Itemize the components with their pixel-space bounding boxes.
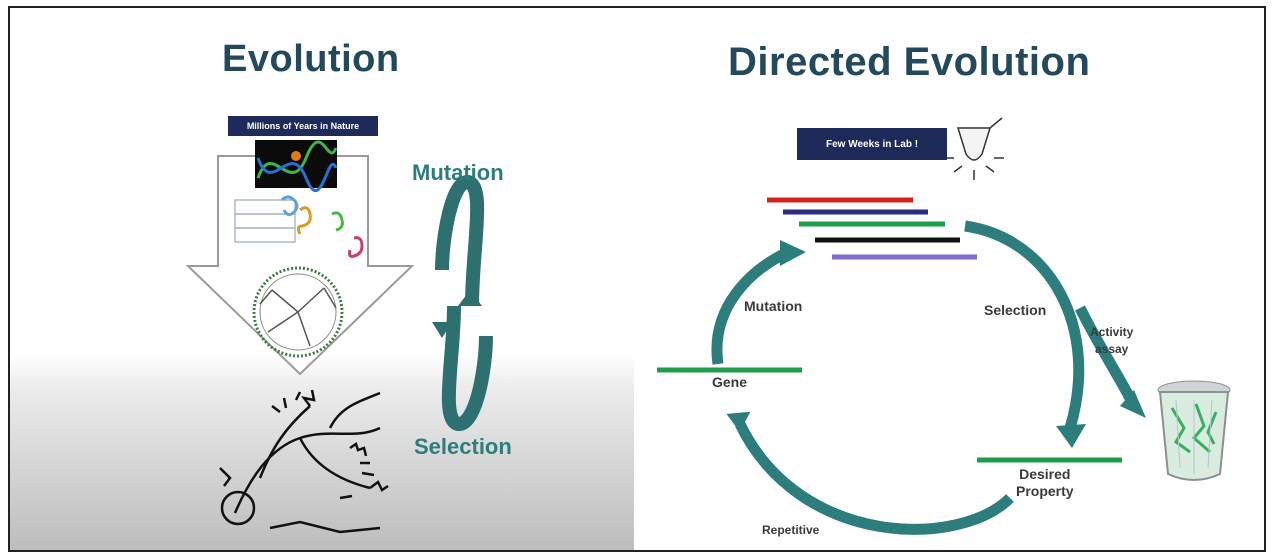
slide-frame: Evolution Millions of Years in Nature Mu… [8, 6, 1266, 552]
diagram-graphics [185, 117, 1231, 535]
trash-bin-icon [1157, 380, 1231, 481]
protein-structures-icon [280, 195, 364, 258]
mutation-label: Mutation [744, 298, 803, 314]
evolution-title: Evolution [222, 38, 400, 80]
gene-label: Gene [712, 374, 748, 390]
tree-of-life-icon [252, 266, 344, 358]
directed-evolution-cycle [711, 220, 1137, 535]
selection-label: Selection [984, 302, 1047, 318]
lab-timescale-banner: Few Weeks in Lab ! [797, 128, 947, 160]
cycle-arrowheads [726, 240, 1146, 448]
desired-property-label: Desired Property [1016, 466, 1074, 499]
cycle-selection-label: Selection [414, 434, 512, 459]
data-table-graphic [234, 199, 296, 243]
nature-timescale-banner: Millions of Years in Nature [228, 116, 378, 136]
historical-tree-illustration [219, 389, 389, 534]
mutation-selection-cycle-icon [432, 175, 493, 431]
funnel-arrow [185, 155, 415, 376]
variant-library-lines [767, 197, 977, 260]
activity-assay-label: Activity assay [1090, 325, 1134, 356]
test-tube-icon [944, 117, 1004, 180]
repetitive-label: Repetitive [762, 523, 820, 537]
directed-evolution-title: Directed Evolution [728, 40, 1091, 84]
cycle-mutation-label: Mutation [412, 160, 504, 185]
dna-helix-icon [255, 140, 338, 192]
